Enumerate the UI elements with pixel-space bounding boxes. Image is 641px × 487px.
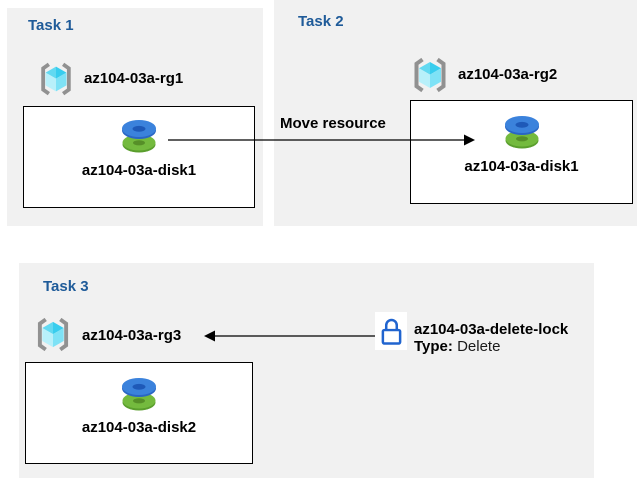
lock-type-label: Type: (414, 338, 453, 355)
disk-icon (121, 376, 157, 412)
panel-task-3: Task 3 az104-03a-rg3 az104-03a-disk2 (19, 263, 594, 478)
resource-group-name: az104-03a-rg2 (458, 66, 558, 83)
lock-type-value: Delete (457, 338, 501, 355)
resource-name: az104-03a-disk1 (464, 158, 579, 175)
resource-name: az104-03a-disk1 (81, 162, 197, 179)
move-resource-arrow-icon (168, 134, 475, 146)
lock-chip (375, 312, 407, 350)
resource-name: az104-03a-disk2 (81, 419, 197, 436)
lock-icon (380, 317, 403, 346)
lock-name: az104-03a-delete-lock (414, 321, 569, 338)
resource-box: az104-03a-disk1 (410, 100, 633, 204)
task-1-label: Task 1 (28, 17, 74, 34)
lock-label-block: az104-03a-delete-lock Type: Delete (414, 321, 568, 355)
task-3-label: Task 3 (43, 278, 89, 295)
resource-group-icon (33, 317, 73, 352)
disk-icon (121, 118, 157, 154)
resource-group-name: az104-03a-rg3 (82, 327, 182, 344)
panel-task-1: Task 1 az104-03a-rg1 az104-03a-disk1 (7, 8, 263, 226)
resource-group-name: az104-03a-rg1 (84, 70, 184, 87)
resource-box: az104-03a-disk2 (25, 362, 253, 464)
move-resource-label: Move resource (280, 115, 386, 132)
resource-group-icon (37, 61, 75, 97)
task-2-label: Task 2 (298, 13, 344, 30)
resource-box: az104-03a-disk1 (23, 106, 255, 208)
panel-task-2: Task 2 az104-03a-rg2 az104-03a-disk1 (274, 0, 637, 226)
resource-group-icon (410, 56, 450, 94)
delete-lock-arrow-icon (204, 330, 375, 342)
disk-icon (504, 114, 540, 150)
